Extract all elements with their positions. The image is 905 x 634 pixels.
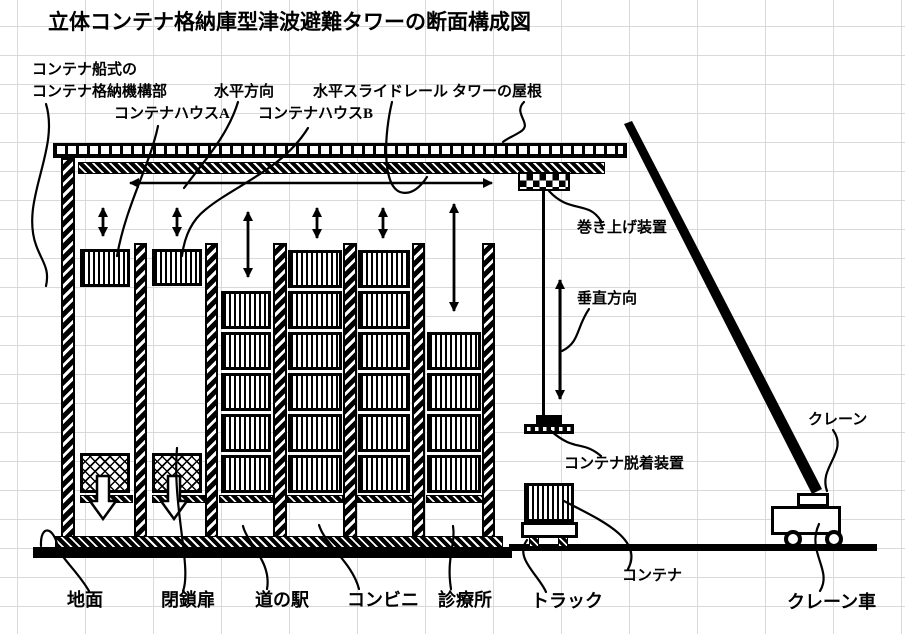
container-box (221, 373, 271, 411)
label-horizontal-direction: 水平方向 (214, 84, 275, 100)
leader-container-mechanism (31, 102, 51, 288)
container-box (221, 455, 271, 493)
ground-bar (33, 547, 512, 558)
floor-strip (426, 495, 483, 503)
tower-column-1 (61, 158, 75, 538)
truck-wheel (558, 537, 568, 547)
container-box (427, 332, 481, 370)
tower-column-2 (134, 243, 147, 538)
label-truck: トラック (531, 591, 603, 611)
label-closed-door: 閉鎖扉 (161, 590, 215, 610)
label-crane: クレーン (808, 412, 868, 428)
tower-roof-rail (53, 143, 627, 158)
label-container-house-a: コンテナハウスA (114, 106, 230, 122)
tower-column-4 (273, 243, 287, 538)
hoisting-device-box (518, 172, 570, 191)
detach-device-cap (536, 415, 562, 425)
tower-column-5 (343, 243, 357, 538)
label-convenience-store: コンビニ (347, 590, 419, 610)
floor-strip (357, 495, 413, 503)
label-tower-roof: タワーの屋根 (452, 84, 543, 100)
label-crane-truck: クレーン車 (787, 592, 877, 612)
container-box (221, 414, 271, 452)
container-box (288, 455, 342, 493)
tower-column-3 (205, 243, 218, 538)
container-box (358, 332, 410, 370)
container-house-a-box (80, 249, 130, 287)
container-box (358, 373, 410, 411)
container-box (221, 291, 271, 329)
label-ground: 地面 (67, 590, 103, 610)
tower-column-6 (412, 243, 425, 538)
container-box (288, 250, 342, 288)
crane-boom (624, 121, 822, 494)
floor-strip (219, 495, 273, 503)
label-roadside-station: 道の駅 (255, 590, 309, 610)
container-box (358, 414, 410, 452)
label-container-mechanism-2: コンテナ格納機構部 (32, 84, 168, 100)
container-box (288, 414, 342, 452)
floor-strip (287, 495, 343, 503)
container-box (427, 455, 481, 493)
label-container: コンテナ (622, 568, 683, 584)
diagram-title: 立体コンテナ格納庫型津波避難タワーの断面構成図 (48, 10, 531, 34)
container-box (358, 291, 410, 329)
label-horizontal-slide-rail: 水平スライドレール (313, 84, 449, 100)
container-box (288, 291, 342, 329)
closed-door-box-2 (152, 453, 202, 493)
crane-truck-body (771, 506, 841, 535)
closed-door-box-1 (80, 453, 130, 493)
leader-vertical-direction (560, 307, 591, 353)
truck-bed (521, 522, 578, 538)
ground-line-right (509, 544, 877, 551)
floor-strip (152, 495, 205, 503)
container-box (427, 414, 481, 452)
container-box (427, 373, 481, 411)
label-container-mechanism-1: コンテナ船式の (32, 62, 138, 78)
floor-strip (80, 495, 133, 503)
label-hoisting-device: 巻き上げ装置 (577, 220, 668, 236)
container-box (221, 332, 271, 370)
label-container-detach-device: コンテナ脱着装置 (564, 456, 685, 472)
label-vertical-direction: 垂直方向 (577, 291, 638, 307)
leader-container-detach-device (549, 429, 603, 458)
tower-column-7 (482, 243, 495, 538)
leader-hoisting-device (547, 189, 603, 223)
container-box (288, 332, 342, 370)
container-box (358, 455, 410, 493)
label-container-house-b: コンテナハウスB (258, 106, 374, 122)
label-clinic: 診療所 (438, 590, 492, 610)
truck-wheel (529, 537, 539, 547)
container-box (358, 250, 410, 288)
container-detach-device-bar (524, 424, 574, 434)
container-box (288, 373, 342, 411)
leader-tower-roof (501, 100, 526, 144)
crane-mount (797, 493, 829, 507)
hoist-cable (542, 190, 545, 418)
leader-crane (824, 428, 839, 493)
truck-container-box (524, 483, 574, 522)
container-house-b-box (152, 249, 202, 286)
